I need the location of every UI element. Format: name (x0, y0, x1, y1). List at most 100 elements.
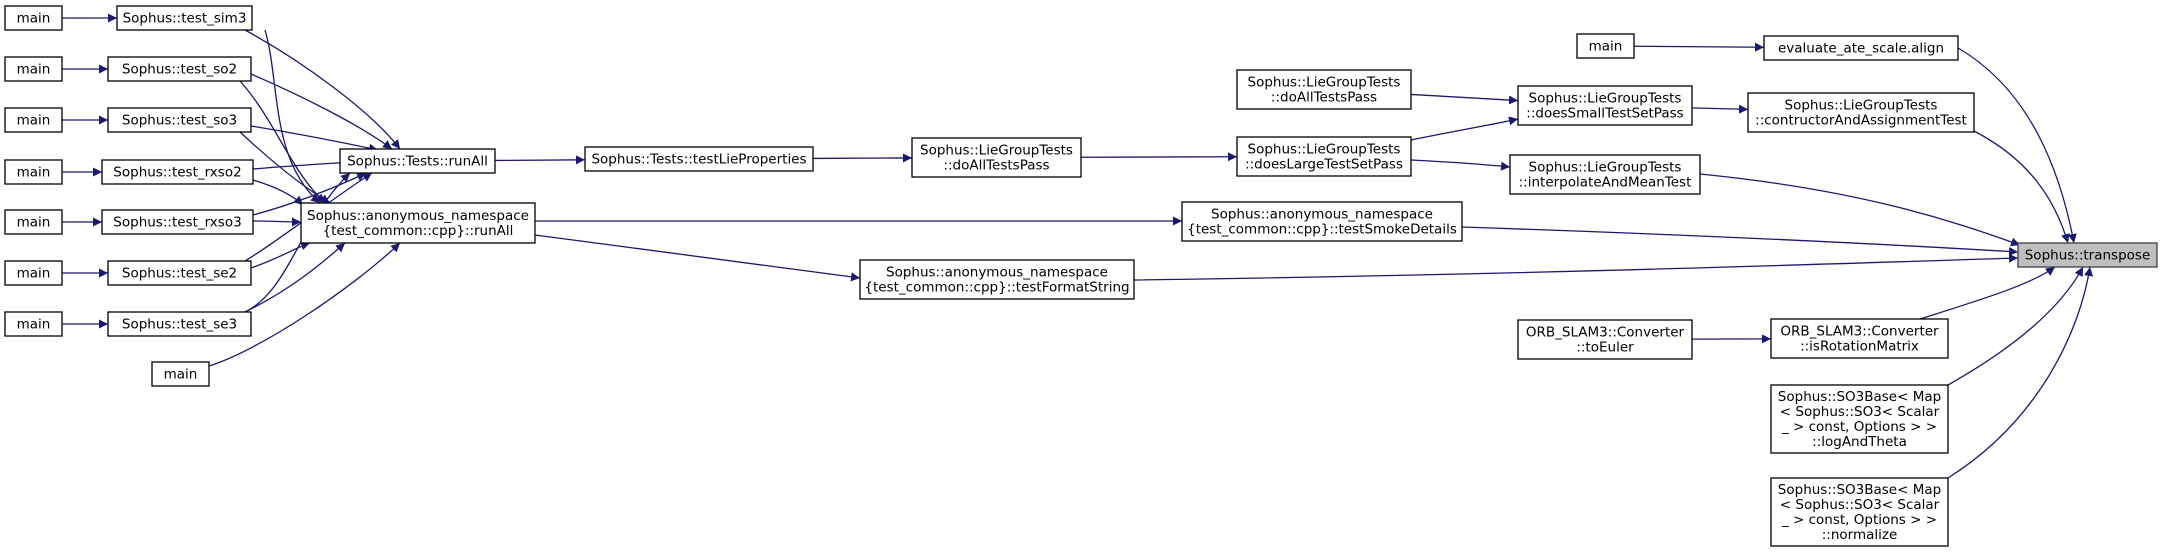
node-box[interactable] (1576, 33, 1635, 59)
node-box[interactable] (1236, 69, 1412, 110)
node-main-se3[interactable]: main (4, 311, 63, 337)
node-label: ::logAndTheta (1812, 434, 1907, 450)
node-label: Sophus::LieGroupTests (1785, 98, 1938, 114)
node-anon-runall[interactable]: Sophus::anonymous_namespace{test_common:… (300, 202, 536, 244)
node-box[interactable] (584, 146, 814, 172)
node-log-theta[interactable]: Sophus::SO3Base< Map< Sophus::SO3< Scala… (1770, 384, 1949, 454)
node-main-se2[interactable]: main (4, 260, 63, 286)
node-label: ORB_SLAM3::Converter (1526, 325, 1685, 341)
node-label: main (1589, 39, 1623, 55)
edge-test_se2-to-anon_runall (250, 241, 311, 269)
node-main-rxso2[interactable]: main (4, 159, 63, 185)
node-test-se3[interactable]: Sophus::test_se3 (107, 311, 252, 337)
node-box[interactable] (2017, 242, 2158, 268)
edge-normalize-to-transpose (1947, 266, 2094, 479)
node-label: ::toEuler (1576, 340, 1634, 356)
node-box[interactable] (4, 107, 63, 133)
node-label: main (17, 165, 51, 181)
node-box[interactable] (1770, 384, 1949, 454)
node-box[interactable] (1763, 35, 1959, 61)
node-large-pass[interactable]: Sophus::LieGroupTests::doesLargeTestSetP… (1236, 136, 1412, 177)
node-box[interactable] (1509, 154, 1701, 195)
node-format-string[interactable]: Sophus::anonymous_namespace{test_common:… (859, 259, 1135, 300)
node-small-pass[interactable]: Sophus::LieGroupTests::doesSmallTestSetP… (1517, 85, 1693, 126)
node-box[interactable] (4, 260, 63, 286)
edge-test_rxso3-to-tests_runall (252, 172, 367, 216)
node-eval-align[interactable]: evaluate_ate_scale.align (1763, 35, 1959, 61)
node-box[interactable] (101, 209, 254, 235)
edge-format_string-to-transpose (1133, 253, 2019, 281)
node-normalize[interactable]: Sophus::SO3Base< Map< Sophus::SO3< Scala… (1770, 477, 1949, 547)
node-test-so2[interactable]: Sophus::test_so2 (107, 56, 252, 82)
node-main-rxso3[interactable]: main (4, 209, 63, 235)
node-box[interactable] (107, 260, 252, 286)
node-box[interactable] (4, 311, 63, 337)
node-test-rxso2[interactable]: Sophus::test_rxso2 (101, 159, 254, 185)
node-lgt-all-top[interactable]: Sophus::LieGroupTests::doAllTestsPass (1236, 69, 1412, 110)
node-box[interactable] (4, 159, 63, 185)
node-box[interactable] (101, 159, 254, 185)
node-box[interactable] (300, 202, 536, 244)
edge-ctor_assign-to-transpose (1973, 130, 2070, 244)
node-box[interactable] (1747, 92, 1975, 133)
node-interp-mean[interactable]: Sophus::LieGroupTests::interpolateAndMea… (1509, 154, 1701, 195)
node-box[interactable] (4, 5, 63, 31)
node-label: main (164, 367, 198, 383)
node-box[interactable] (107, 311, 252, 337)
node-box[interactable] (1770, 318, 1949, 359)
node-box[interactable] (339, 148, 496, 174)
node-lgt-all-mid[interactable]: Sophus::LieGroupTests::doAllTestsPass (911, 137, 1082, 178)
node-ctor-assign[interactable]: Sophus::LieGroupTests::contructorAndAssi… (1747, 92, 1975, 133)
node-box[interactable] (1236, 136, 1412, 177)
node-box[interactable] (911, 137, 1082, 178)
node-test-se2[interactable]: Sophus::test_se2 (107, 260, 252, 286)
node-test-so3[interactable]: Sophus::test_so3 (107, 107, 252, 133)
node-box[interactable] (151, 361, 210, 387)
edge-main_eval-to-eval_align (1633, 42, 1765, 52)
node-label: Sophus::test_sim3 (123, 11, 247, 27)
node-label: ::interpolateAndMeanTest (1519, 175, 1692, 191)
node-label: < Sophus::SO3< Scalar (1780, 497, 1940, 513)
node-test-sim3[interactable]: Sophus::test_sim3 (116, 5, 253, 31)
node-label: ::doAllTestsPass (943, 158, 1049, 174)
node-transpose[interactable]: Sophus::transpose (2017, 242, 2158, 268)
node-box[interactable] (4, 209, 63, 235)
node-label: main (17, 11, 51, 27)
node-box[interactable] (1181, 201, 1463, 242)
edge-is_rot-to-transpose (1919, 266, 2056, 320)
node-label: < Sophus::SO3< Scalar (1780, 404, 1940, 420)
node-label: _ > const, Options > > (1781, 419, 1937, 435)
edge-test_so3-to-tests_runall (250, 125, 379, 153)
edge-test_se3-to-tests_runall (244, 172, 351, 313)
node-label: Sophus::anonymous_namespace (1211, 207, 1433, 223)
node-box[interactable] (4, 56, 63, 82)
edge-test_so2-to-anon_runall (239, 80, 326, 204)
node-box[interactable] (107, 56, 252, 82)
nodes-layer: Sophus::transpose evaluate_ate_scale.alig… (4, 5, 2158, 547)
node-box[interactable] (1770, 477, 1949, 547)
node-label: _ > const, Options > > (1781, 512, 1937, 528)
node-label: Sophus::test_rxso3 (113, 215, 241, 231)
node-tests-runall[interactable]: Sophus::Tests::runAll (339, 148, 496, 174)
node-test-lie-props[interactable]: Sophus::Tests::testLieProperties (584, 146, 814, 172)
node-label: ::normalize (1822, 527, 1898, 543)
node-label: evaluate_ate_scale.align (1778, 41, 1944, 57)
node-is-rot[interactable]: ORB_SLAM3::Converter::isRotationMatrix (1770, 318, 1949, 359)
node-smoke-details[interactable]: Sophus::anonymous_namespace{test_common:… (1181, 201, 1463, 242)
node-box[interactable] (1517, 319, 1693, 360)
node-main-sim3[interactable]: main (4, 5, 63, 31)
node-to-euler[interactable]: ORB_SLAM3::Converter::toEuler (1517, 319, 1693, 360)
node-box[interactable] (1517, 85, 1693, 126)
node-main-so2[interactable]: main (4, 56, 63, 82)
node-box[interactable] (107, 107, 252, 133)
node-label: ::doesLargeTestSetPass (1245, 157, 1403, 173)
node-main-eval[interactable]: main (1576, 33, 1635, 59)
node-main-so3[interactable]: main (4, 107, 63, 133)
node-label: Sophus::test_se3 (122, 317, 237, 333)
node-label: {test_common::cpp}::testFormatString (864, 280, 1129, 296)
node-main-common[interactable]: main (151, 361, 210, 387)
node-box[interactable] (859, 259, 1135, 300)
edge-large_pass-to-small_pass (1410, 116, 1519, 141)
node-box[interactable] (116, 5, 253, 31)
node-test-rxso3[interactable]: Sophus::test_rxso3 (101, 209, 254, 235)
